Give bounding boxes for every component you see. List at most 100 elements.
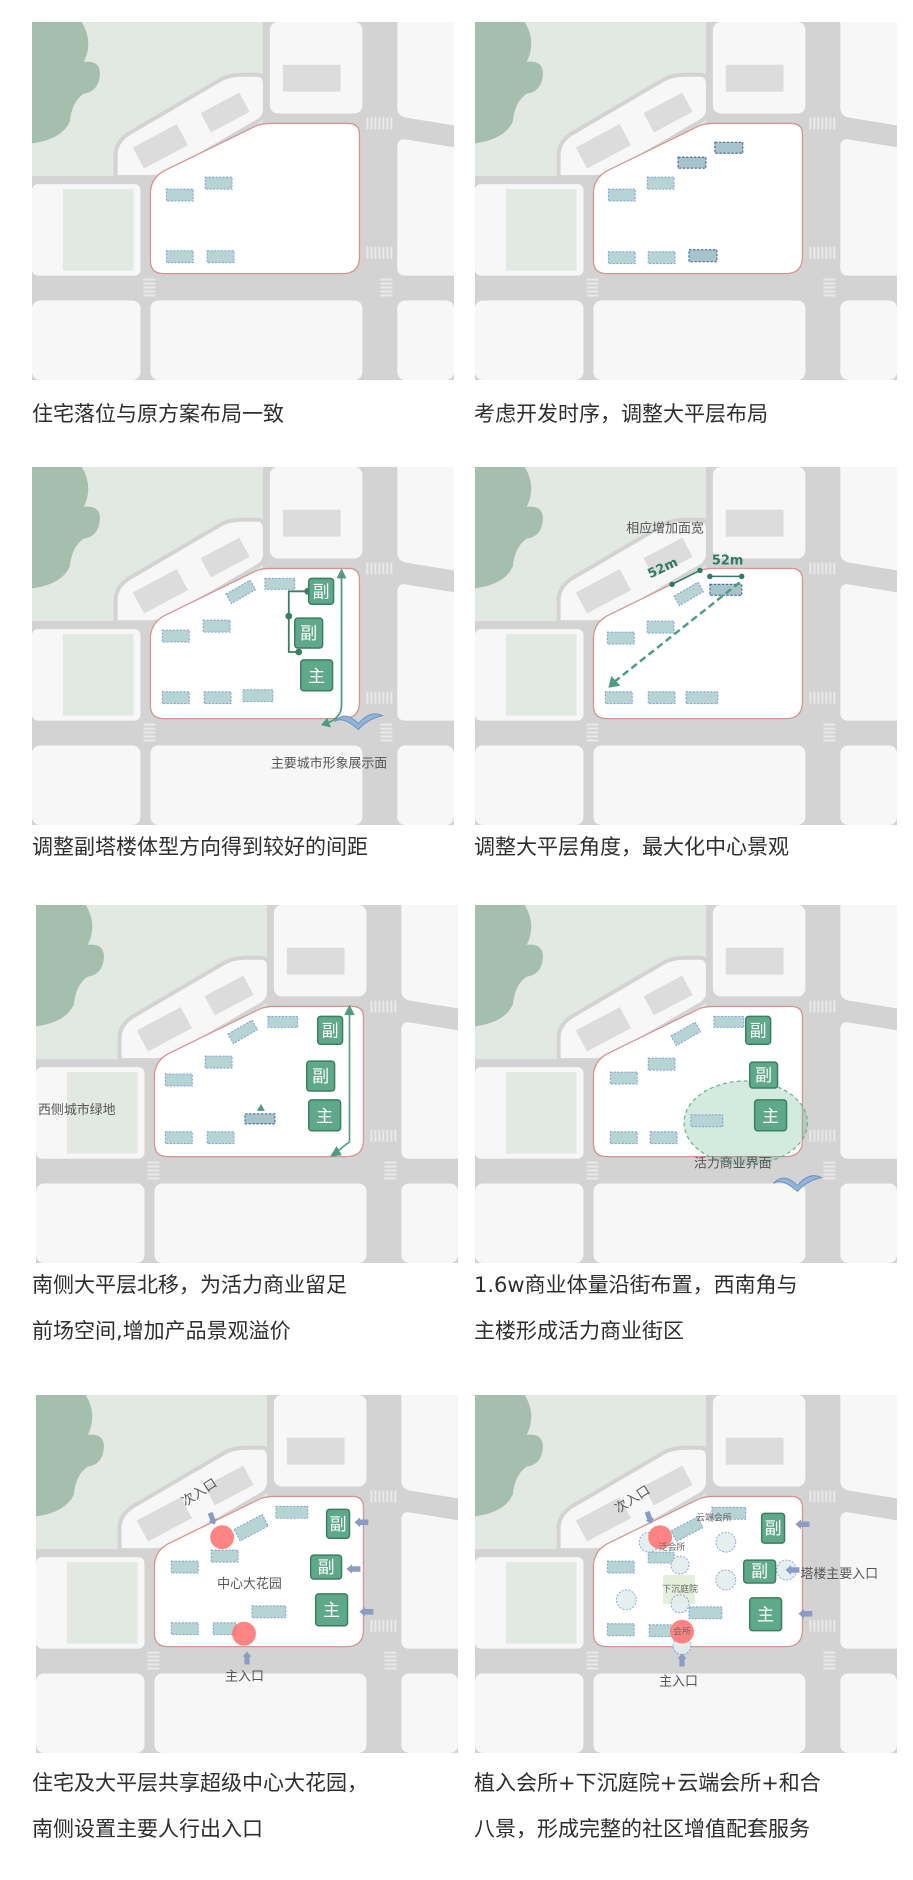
frontage-arrow	[321, 568, 347, 728]
residential-blocks	[170, 1505, 309, 1636]
building	[575, 569, 631, 614]
site-plan-8: 副 副 主 次入口 云端会所 泛会所 下沉庭院 会所 塔楼主要入口 主入口	[475, 1395, 897, 1753]
svg-text:主: 主	[316, 1106, 333, 1126]
garden-label: 中心大花园	[217, 1576, 282, 1592]
city-block	[397, 467, 454, 571]
building	[575, 124, 631, 169]
city-block	[840, 300, 897, 380]
city-block	[32, 300, 141, 380]
green-block	[66, 1072, 138, 1154]
green-block	[505, 634, 577, 716]
green-space-label: 西侧城市绿地	[38, 1102, 116, 1118]
building	[575, 1497, 631, 1542]
entrance-node	[210, 1525, 235, 1550]
city-block	[397, 745, 454, 825]
site-plan-7: 副 副 主 次入口 中心大花园 主入口	[36, 1395, 458, 1753]
city-block	[840, 139, 897, 276]
svg-text:副: 副	[750, 1020, 767, 1040]
city-block	[840, 1022, 897, 1159]
building	[204, 975, 254, 1016]
svg-text:副: 副	[313, 581, 330, 601]
site-plan-5: 西侧城市绿地 副 副 主	[36, 905, 458, 1263]
svg-text:主: 主	[308, 666, 325, 686]
tower-secondary: 副	[744, 1015, 772, 1045]
city-block	[36, 1673, 145, 1753]
tower-secondary: 副	[316, 1015, 344, 1045]
city-block	[397, 22, 454, 126]
park-woods	[36, 905, 104, 1027]
city-block	[397, 300, 454, 380]
site-plan-1	[32, 22, 454, 380]
city-block	[840, 1512, 897, 1649]
building	[725, 509, 784, 537]
city-block	[150, 300, 363, 380]
site-plan-2	[475, 22, 897, 380]
tower-main: 主	[753, 1099, 788, 1132]
svg-text:副: 副	[300, 623, 317, 643]
city-block	[401, 1183, 458, 1263]
green-block	[505, 189, 577, 271]
tower-main: 主	[748, 1597, 783, 1632]
residential-blocks	[165, 176, 235, 264]
caption-4: 调整大平层角度，最大化中心景观	[474, 835, 789, 859]
building	[204, 1465, 254, 1506]
city-block	[150, 745, 363, 825]
svg-text:主: 主	[757, 1605, 774, 1625]
building	[132, 569, 188, 614]
city-block	[401, 1673, 458, 1753]
dimension-lines	[669, 567, 745, 588]
tower-secondary: 副	[294, 617, 324, 649]
city-block	[475, 300, 584, 380]
green-block	[66, 1562, 138, 1644]
building	[282, 64, 341, 92]
tower-main: 主	[307, 1099, 342, 1132]
city-block	[593, 300, 806, 380]
tower-secondary: 副	[307, 577, 335, 605]
base-map	[475, 467, 897, 825]
svg-text:主: 主	[323, 1600, 340, 1620]
building	[575, 1007, 631, 1052]
city-block	[840, 584, 897, 721]
project-site	[149, 122, 361, 275]
caption-5: 南侧大平层北移，为活力商业留足前场空间,增加产品景观溢价	[32, 1273, 347, 1343]
tower-secondary: 副	[748, 1061, 779, 1089]
city-block	[154, 1183, 367, 1263]
base-map	[475, 905, 897, 1263]
view-fan-icon	[334, 713, 384, 731]
club-node	[648, 1525, 673, 1550]
svg-text:副: 副	[755, 1065, 772, 1085]
city-block	[475, 1183, 584, 1263]
residential-blocks	[607, 141, 744, 265]
city-block	[840, 1673, 897, 1753]
park-woods	[475, 467, 543, 589]
caption-1: 住宅落位与原方案布局一致	[32, 402, 284, 426]
frontage-label: 主要城市形象展示面	[271, 755, 387, 771]
city-block	[401, 905, 458, 1009]
city-block	[840, 467, 897, 571]
sky-club-label: 云端会所	[696, 1511, 732, 1523]
city-block	[593, 1183, 806, 1263]
building	[200, 537, 250, 578]
sunken-court-label: 下沉庭院	[662, 1583, 698, 1595]
city-block	[840, 1395, 897, 1499]
tower-main: 主	[299, 659, 334, 692]
site-plan-3: 副 副 主 主要城市形象展示面	[32, 467, 454, 825]
tower-secondary: 副	[309, 1554, 343, 1580]
city-block	[840, 1183, 897, 1263]
caption-3: 调整副塔楼体型方向得到较好的间距	[32, 835, 368, 859]
main-entrance-label: 主入口	[225, 1669, 264, 1684]
building	[725, 1437, 784, 1465]
tower-secondary: 副	[325, 1508, 351, 1539]
residential-blocks	[604, 581, 743, 705]
svg-text:副: 副	[322, 1020, 339, 1040]
building	[132, 124, 188, 169]
city-block	[397, 584, 454, 721]
city-block	[401, 1395, 458, 1499]
svg-text:副: 副	[765, 1518, 782, 1538]
svg-text:副: 副	[751, 1561, 768, 1581]
pan-club-label: 泛会所	[659, 1541, 686, 1553]
club-node	[670, 1619, 694, 1644]
site-plan-6: 副 副 主 活力商业界面	[475, 905, 897, 1263]
green-block	[505, 1562, 577, 1644]
park-woods	[32, 467, 100, 589]
